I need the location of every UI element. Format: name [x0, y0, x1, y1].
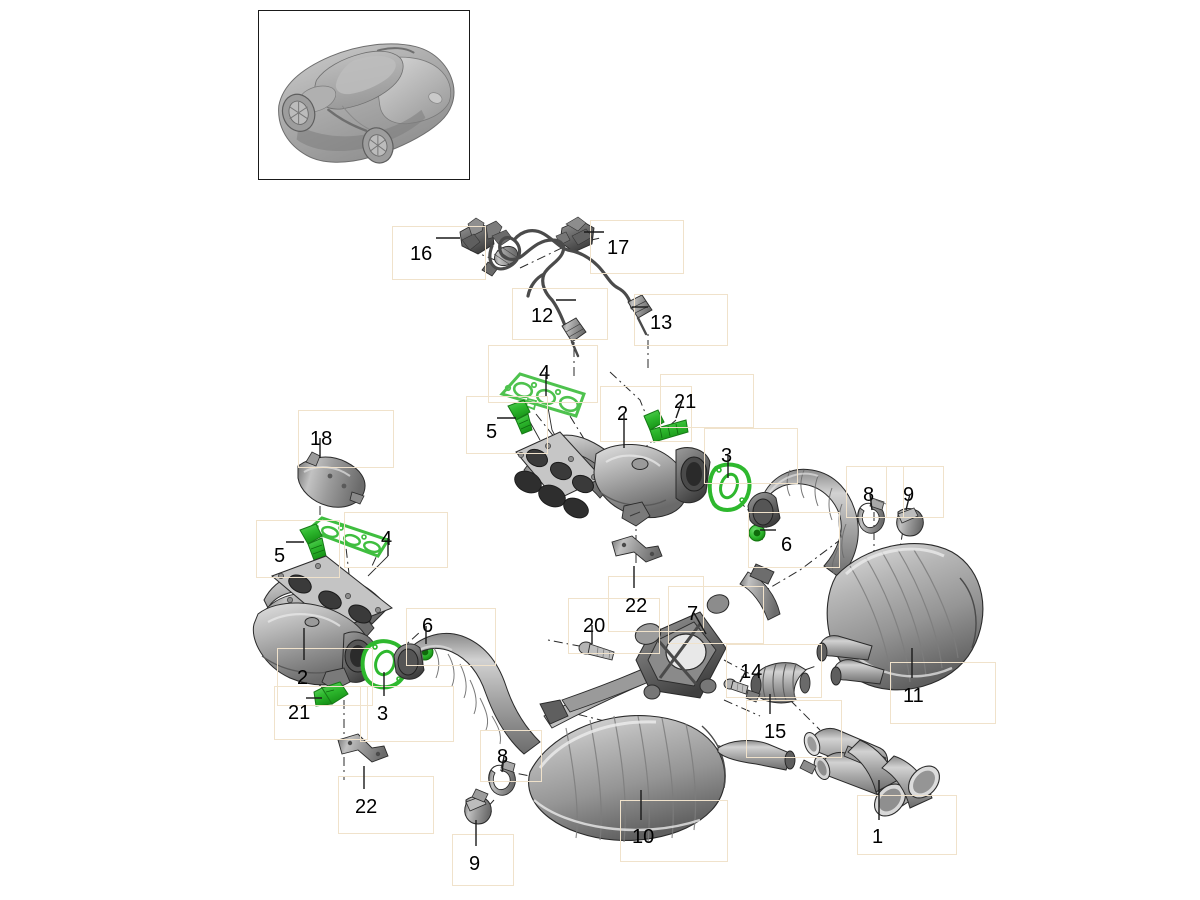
- callout-label-exhaust-manifold-right[interactable]: 2: [617, 403, 629, 425]
- connecting-pipe-right: [747, 468, 859, 579]
- cat-bolt-right-part: [643, 409, 689, 443]
- callout-label-rear-silencer-left[interactable]: 10: [632, 826, 655, 848]
- callout-label-stud-bolt-left[interactable]: 5: [274, 545, 286, 567]
- callout-label-exhaust-manifold-left[interactable]: 2: [297, 667, 309, 689]
- callout-label-connector-housing-left[interactable]: 16: [410, 243, 433, 265]
- callout-label-pipe-clamp-right[interactable]: 8: [863, 484, 875, 506]
- callout-label-bracket-left[interactable]: 22: [355, 796, 378, 818]
- manifold-gasket-right-part: [499, 372, 586, 418]
- callout-label-oxygen-sensor-front[interactable]: 12: [531, 305, 554, 327]
- hotspot-rear-silencer-left[interactable]: [620, 800, 728, 862]
- stud-bolt-left-part: [299, 523, 327, 561]
- rear-silencer-left-part: [528, 715, 796, 843]
- callout-label-oxygen-sensor-rear[interactable]: 13: [650, 312, 673, 334]
- hotspot-heat-shield[interactable]: [298, 410, 394, 468]
- cat-bolt-left-part: [313, 681, 349, 707]
- callout-label-manifold-gasket-left[interactable]: 4: [381, 528, 393, 550]
- hotspot-manifold-gasket-right[interactable]: [488, 345, 598, 403]
- hotspot-oxygen-sensor-rear[interactable]: [634, 294, 728, 346]
- hotspot-hanger-bolt[interactable]: [726, 644, 822, 698]
- hotspot-flange-gasket-left[interactable]: [360, 686, 454, 742]
- hotspot-flexible-coupling[interactable]: [746, 700, 842, 758]
- callout-label-tailpipe-twin[interactable]: 1: [872, 826, 884, 848]
- hotspot-cat-bolt-left[interactable]: [274, 686, 368, 740]
- callout-label-manifold-gasket-right[interactable]: 4: [539, 362, 551, 384]
- callout-label-cross-brace-support[interactable]: 7: [687, 603, 699, 625]
- hotspot-nut-left[interactable]: [406, 608, 496, 666]
- callout-label-flange-gasket-left[interactable]: 3: [377, 703, 389, 725]
- callout-label-clamp-bolt-right[interactable]: 9: [903, 484, 915, 506]
- hotspot-exhaust-manifold-right[interactable]: [600, 386, 692, 442]
- hotspot-manifold-gasket-left[interactable]: [344, 512, 448, 568]
- tailpipe-twin-part: [799, 727, 940, 817]
- mounting-bolt-part: [578, 641, 615, 661]
- callout-label-mounting-bolt[interactable]: 20: [583, 615, 606, 637]
- hotspot-exhaust-manifold-left[interactable]: [277, 648, 373, 706]
- callout-label-hanger-bolt[interactable]: 14: [740, 661, 763, 683]
- vehicle-thumbnail-frame: [258, 10, 470, 180]
- hotspot-cross-brace-support[interactable]: [668, 586, 764, 644]
- callout-label-flange-gasket-right[interactable]: 3: [721, 445, 733, 467]
- exhaust-manifold-right-part: [514, 431, 711, 527]
- hotspot-clamp-bolt-left[interactable]: [452, 834, 514, 886]
- callout-label-nut-right[interactable]: 6: [781, 534, 793, 556]
- hotspot-mounting-bolt[interactable]: [568, 598, 660, 654]
- callout-label-clamp-bolt-left[interactable]: 9: [469, 853, 481, 875]
- hotspot-oxygen-sensor-front[interactable]: [512, 288, 608, 340]
- callout-label-connector-housing-right[interactable]: 17: [607, 237, 630, 259]
- callout-label-flexible-coupling[interactable]: 15: [764, 721, 787, 743]
- manifold-gasket-left-part: [305, 516, 391, 558]
- cross-brace-support-part: [539, 563, 781, 729]
- bracket-center-part: [611, 535, 663, 563]
- callout-label-cat-bolt-right[interactable]: 21: [674, 391, 697, 413]
- hotspot-pipe-clamp-left[interactable]: [480, 730, 542, 782]
- hotspot-cat-bolt-right[interactable]: [660, 374, 754, 428]
- callout-label-stud-bolt-right[interactable]: 5: [486, 421, 498, 443]
- hotspot-bracket-left[interactable]: [338, 776, 434, 834]
- oxygen-sensor-front-part: [561, 317, 587, 358]
- hotspot-connector-housing-left[interactable]: [392, 226, 486, 280]
- connecting-pipe-left: [393, 632, 541, 755]
- flexible-coupling-part: [745, 662, 811, 704]
- hanger-bolt-part: [723, 678, 749, 695]
- callout-label-nut-left[interactable]: 6: [422, 615, 434, 637]
- stud-bolt-right-part: [507, 399, 533, 435]
- hotspot-tailpipe-twin[interactable]: [857, 795, 957, 855]
- hotspot-stud-bolt-left[interactable]: [256, 520, 340, 578]
- hotspot-pipe-clamp-right[interactable]: [846, 466, 904, 518]
- flange-gasket-right-part: [707, 462, 752, 512]
- callout-label-rear-silencer-right[interactable]: 11: [903, 685, 924, 707]
- hotspot-clamp-bolt-right[interactable]: [886, 466, 944, 518]
- hotspot-stud-bolt-right[interactable]: [466, 396, 548, 454]
- callout-label-pipe-clamp-left[interactable]: 8: [497, 746, 509, 768]
- hotspot-rear-silencer-right[interactable]: [890, 662, 996, 724]
- vehicle-illustration: [278, 43, 455, 164]
- hotspot-flange-gasket-right[interactable]: [704, 428, 798, 484]
- callout-label-bracket-center[interactable]: 22: [625, 595, 648, 617]
- clamp-bolt-left-part: [464, 788, 492, 825]
- hotspot-connector-housing-right[interactable]: [590, 220, 684, 274]
- callout-label-heat-shield[interactable]: 18: [310, 428, 333, 450]
- pipe-clamp-right-part: [857, 497, 887, 534]
- hotspot-bracket-center[interactable]: [608, 576, 704, 632]
- bracket-left-part: [337, 733, 389, 763]
- callout-label-cat-bolt-left[interactable]: 21: [288, 702, 311, 724]
- hotspot-nut-right[interactable]: [748, 512, 840, 568]
